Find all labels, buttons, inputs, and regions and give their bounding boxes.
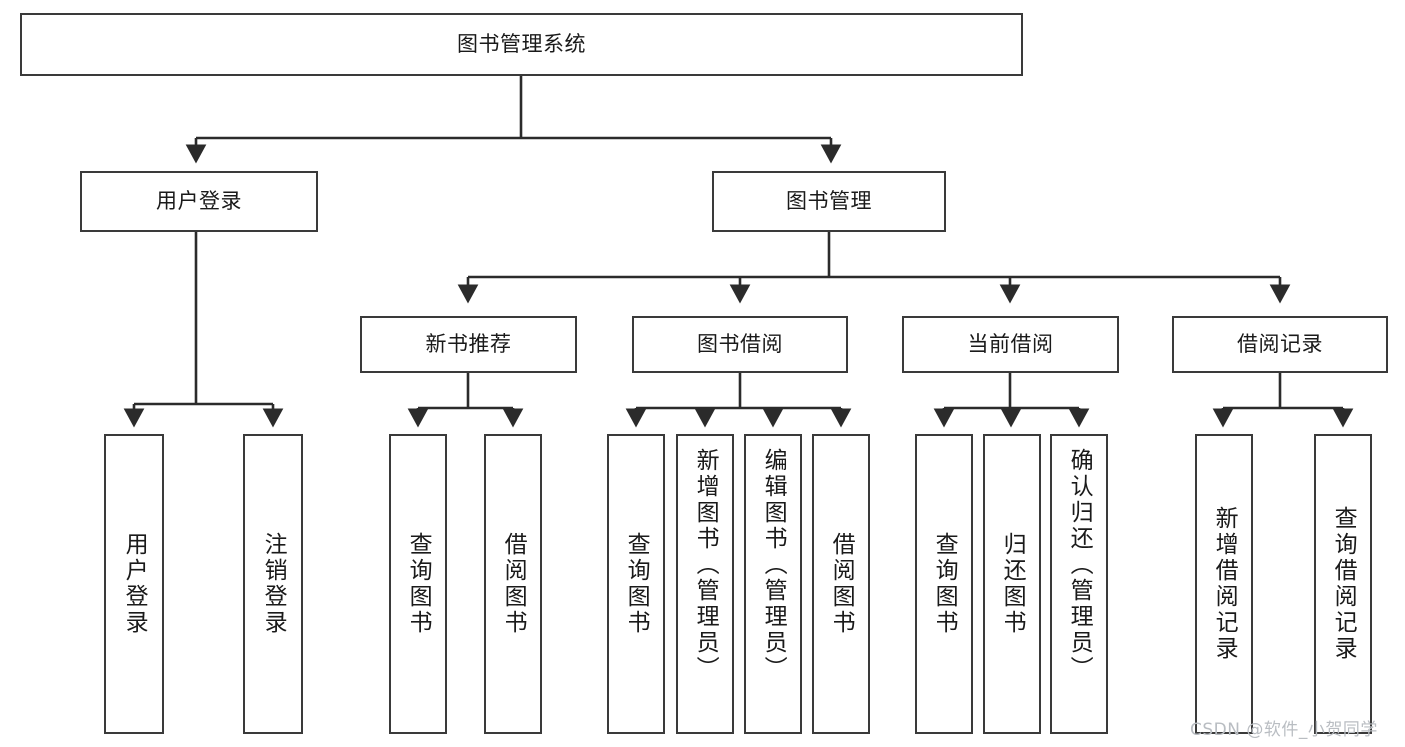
watermark: CSDN @软件_小贺同学 xyxy=(1190,720,1378,740)
leaf-current-return-book[interactable]: 归还图书 xyxy=(983,434,1041,734)
leaf-borrow-borrow-book[interactable]: 借阅图书 xyxy=(812,434,870,734)
leaf-label: 查询图书 xyxy=(405,532,432,636)
node-book-management[interactable]: 图书管理 xyxy=(712,171,946,232)
leaf-label: 借阅图书 xyxy=(828,532,855,636)
leaf-record-query-record[interactable]: 查询借阅记录 xyxy=(1314,434,1372,734)
leaf-label: 查询图书 xyxy=(623,532,650,636)
node-new-book-recommend[interactable]: 新书推荐 xyxy=(360,316,577,373)
node-borrow-record[interactable]: 借阅记录 xyxy=(1172,316,1388,373)
node-borrow-record-label: 借阅记录 xyxy=(1237,332,1323,357)
leaf-label: 新增借阅记录 xyxy=(1211,506,1238,662)
leaf-current-confirm-return-admin[interactable]: 确认归还（管理员） xyxy=(1050,434,1108,734)
leaf-recommend-borrow-book[interactable]: 借阅图书 xyxy=(484,434,542,734)
node-user-login-label: 用户登录 xyxy=(156,189,242,214)
node-current-borrow-label: 当前借阅 xyxy=(967,332,1054,357)
leaf-borrow-add-book-admin[interactable]: 新增图书（管理员） xyxy=(676,434,734,734)
node-user-login[interactable]: 用户登录 xyxy=(80,171,318,232)
node-current-borrow[interactable]: 当前借阅 xyxy=(902,316,1119,373)
leaf-record-add-record[interactable]: 新增借阅记录 xyxy=(1195,434,1253,734)
leaf-recommend-query-book[interactable]: 查询图书 xyxy=(389,434,447,734)
node-root-label: 图书管理系统 xyxy=(457,32,586,57)
leaf-user-login-login[interactable]: 用户登录 xyxy=(104,434,164,734)
leaf-label: 用户登录 xyxy=(121,532,148,636)
leaf-label: 确认归还（管理员） xyxy=(1066,448,1093,682)
leaf-label: 编辑图书（管理员） xyxy=(760,448,787,682)
node-root[interactable]: 图书管理系统 xyxy=(20,13,1023,76)
leaf-current-query-book[interactable]: 查询图书 xyxy=(915,434,973,734)
node-book-management-label: 图书管理 xyxy=(786,189,872,214)
leaf-label: 新增图书（管理员） xyxy=(692,448,719,682)
leaf-label: 查询图书 xyxy=(931,532,958,636)
node-book-borrow-label: 图书借阅 xyxy=(697,332,783,357)
leaf-label: 注销登录 xyxy=(260,532,287,636)
leaf-borrow-edit-book-admin[interactable]: 编辑图书（管理员） xyxy=(744,434,802,734)
node-book-borrow[interactable]: 图书借阅 xyxy=(632,316,848,373)
leaf-label: 归还图书 xyxy=(999,532,1026,636)
leaf-borrow-query-book[interactable]: 查询图书 xyxy=(607,434,665,734)
leaf-label: 借阅图书 xyxy=(500,532,527,636)
node-new-book-recommend-label: 新书推荐 xyxy=(425,332,512,357)
leaf-user-login-logout[interactable]: 注销登录 xyxy=(243,434,303,734)
leaf-label: 查询借阅记录 xyxy=(1330,506,1357,662)
